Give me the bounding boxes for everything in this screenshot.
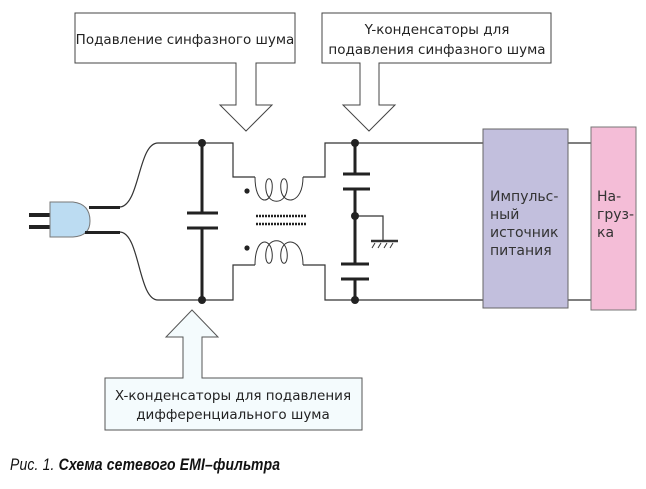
common-mode-choke bbox=[244, 176, 306, 266]
power-supply-line1: Импульс- bbox=[490, 189, 558, 205]
callout-x-line2: дифференциального шума bbox=[136, 407, 330, 423]
callout-x-capacitors: X-конденсаторы для подавления дифференци… bbox=[104, 309, 363, 431]
power-supply-line4: питания bbox=[490, 243, 552, 259]
power-supply-line2: ный bbox=[490, 207, 519, 223]
callout-x-line1: X-конденсаторы для подавления bbox=[115, 388, 351, 404]
plug-icon bbox=[29, 201, 120, 238]
callout-common-mode: Подавление синфазного шума bbox=[74, 12, 296, 132]
y-capacitors bbox=[341, 139, 370, 304]
load-block: На- груз- ка bbox=[590, 126, 637, 311]
load-line1: На- bbox=[597, 189, 621, 205]
ground-icon bbox=[371, 239, 398, 249]
caption-prefix: Рис. 1. bbox=[10, 455, 55, 474]
load-line2: груз- bbox=[597, 207, 634, 223]
load-line3: ка bbox=[597, 225, 614, 241]
wiring bbox=[119, 142, 591, 301]
figure-caption: Рис. 1. Схема сетевого EMI–фильтра bbox=[10, 455, 280, 475]
power-supply-line3: источник bbox=[490, 225, 559, 241]
caption-title: Схема сетевого EMI–фильтра bbox=[58, 455, 281, 474]
callout-y-line1: Y-конденсаторы для bbox=[364, 22, 510, 38]
callout-y-line2: подавления синфазного шума bbox=[328, 42, 545, 58]
power-supply-block: Импульс- ный источник питания bbox=[482, 128, 569, 309]
callout-common-mode-text: Подавление синфазного шума bbox=[76, 32, 295, 48]
callout-y-capacitors: Y-конденсаторы для подавления синфазного… bbox=[321, 12, 552, 132]
x-capacitor bbox=[187, 139, 218, 304]
